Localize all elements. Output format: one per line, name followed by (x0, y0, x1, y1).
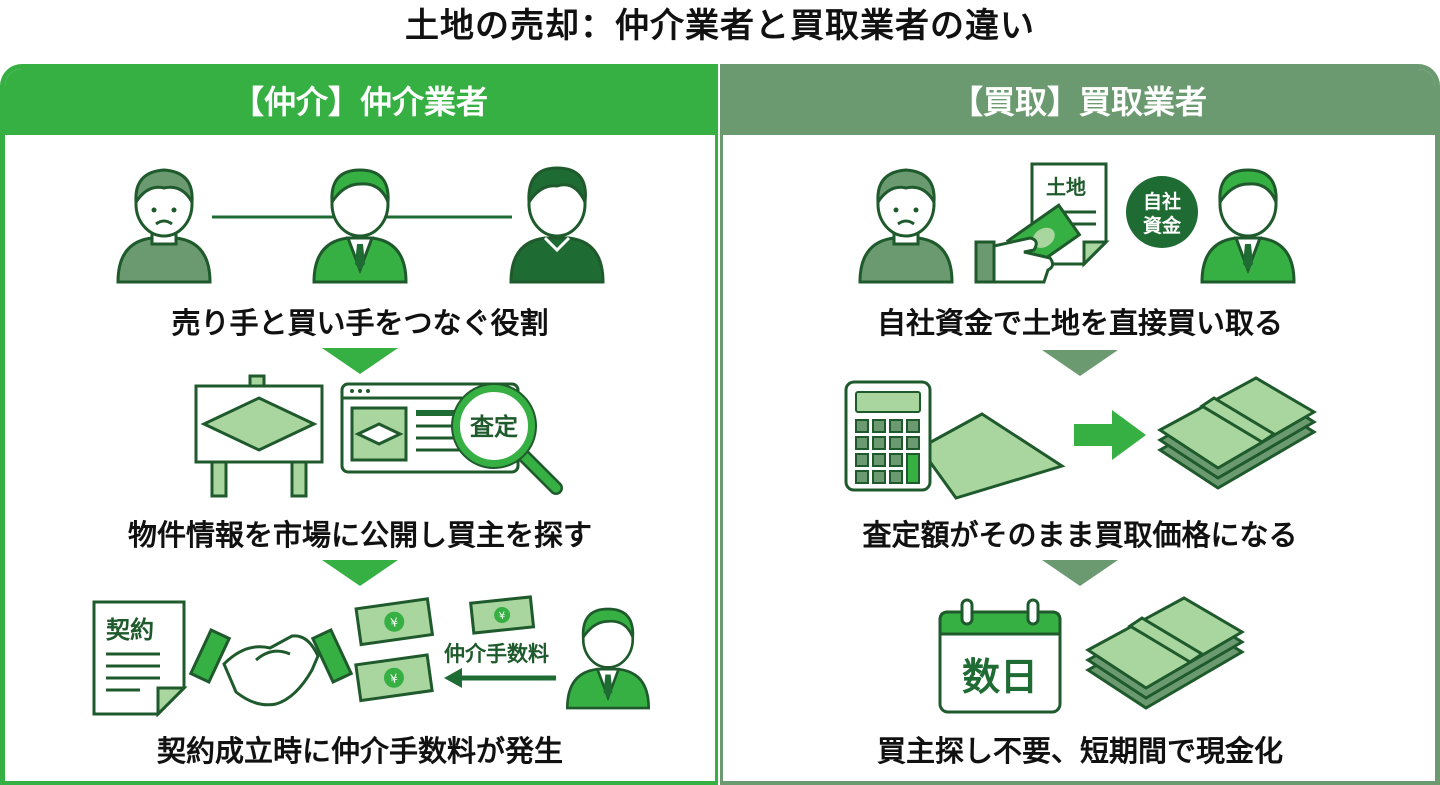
broker-panel-header: 【仲介】仲介業者 (5, 69, 715, 135)
buyer-panel-header: 【買取】買取業者 (723, 69, 1435, 135)
yen-bills-icon: ¥ ¥ ¥ (354, 595, 536, 703)
brokerage-fee-label: 仲介手数料 (444, 642, 549, 666)
worried-seller-icon (858, 168, 954, 284)
broker-step-2-caption: 物件情報を市場に公開し買主を探す (127, 518, 592, 552)
broker-panel: 【仲介】仲介業者 (0, 64, 718, 785)
svg-text:資金: 資金 (1143, 214, 1182, 237)
buyer-step-2-caption: 査定額がそのまま買取価格になる (862, 518, 1298, 552)
handshake-icon (188, 628, 354, 707)
svg-text:¥: ¥ (390, 615, 400, 630)
appraisal-label: 査定 (470, 413, 518, 441)
broker-icon (565, 607, 651, 710)
worried-seller-icon (116, 168, 212, 284)
broker-step-1-caption: 売り手と買い手をつなぐ役割 (171, 306, 549, 340)
down-arrow-icon (322, 560, 398, 586)
money-stack-icon (1157, 376, 1317, 490)
hand-with-money-icon (974, 203, 1082, 284)
contract-document-icon: 契約 (92, 600, 188, 718)
broker-icon (312, 168, 408, 284)
contract-label: 契約 (106, 616, 154, 644)
arrow-right-icon (1074, 410, 1146, 460)
buyer-icon (509, 166, 605, 284)
buyer-step-3-caption: 買主探し不要、短期間で現金化 (876, 734, 1283, 768)
page-title: 土地の売却：仲介業者と買取業者の違い (405, 6, 1035, 46)
money-stack-icon (1085, 596, 1245, 710)
magnifier-icon: 査定 (451, 383, 563, 495)
calendar-icon: 数日 (938, 598, 1062, 714)
broker-step-3-caption: 契約成立時に仲介手数料が発生 (156, 734, 563, 768)
arrow-left-icon (444, 668, 556, 688)
svg-text:¥: ¥ (499, 611, 506, 623)
land-plot-icon (917, 412, 1066, 500)
buyer-company-icon (1200, 168, 1296, 284)
svg-text:自社: 自社 (1143, 190, 1181, 213)
down-arrow-icon (1042, 350, 1118, 376)
days-label: 数日 (962, 655, 1038, 699)
down-arrow-icon (1042, 560, 1118, 586)
deed-label: 土地 (1046, 175, 1086, 199)
down-arrow-icon (322, 348, 398, 374)
buyer-step-1-caption: 自社資金で土地を直接買い取る (876, 306, 1283, 340)
own-funds-badge: 自社 資金 (1126, 176, 1198, 248)
land-signboard-icon (194, 374, 324, 498)
calculator-icon (844, 380, 932, 492)
buyer-panel: 【買取】買取業者 (720, 64, 1440, 785)
svg-text:¥: ¥ (389, 671, 399, 686)
